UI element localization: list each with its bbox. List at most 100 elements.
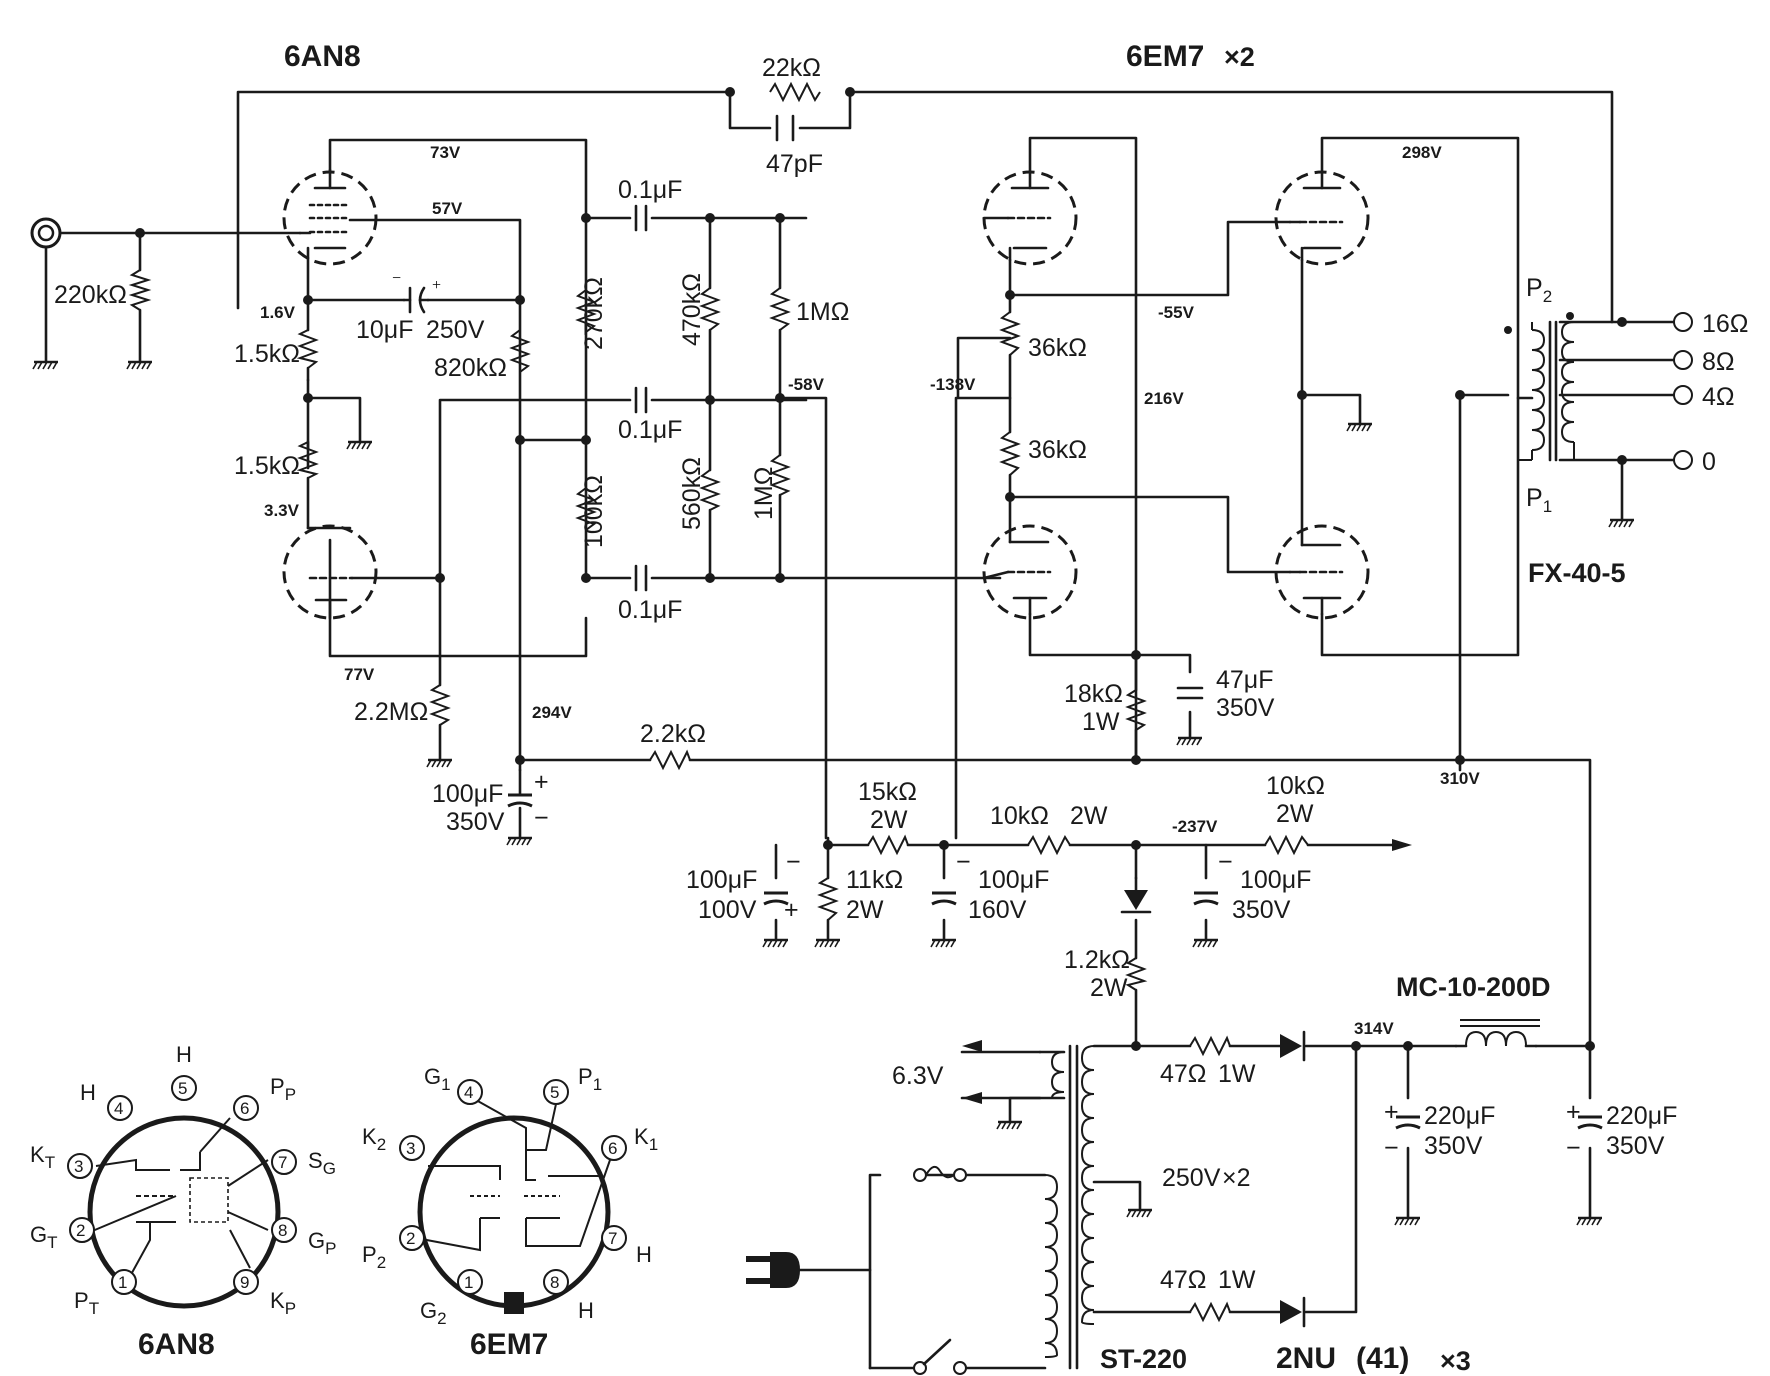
label-r-driver-plate: 18kΩ — [1064, 680, 1123, 708]
tube-6em7-output-upper — [1274, 170, 1370, 266]
label-filter-c2-v: 350V — [1606, 1132, 1665, 1160]
pinout-6an8-title: 6AN8 — [138, 1328, 215, 1361]
label-choke: MC-10-200D — [1396, 972, 1551, 1002]
volt-neg237: -237V — [1172, 817, 1218, 836]
label-power-transformer: ST-220 — [1100, 1344, 1187, 1374]
svg-text:2: 2 — [76, 1221, 85, 1240]
label-c-dec-plus: + — [534, 768, 549, 796]
label-c1-minus: − — [786, 848, 801, 876]
label-opt: FX-40-5 — [1528, 558, 1626, 588]
volt-77: 77V — [344, 665, 375, 684]
label-r1m-lower: 1MΩ — [750, 467, 778, 520]
title-6em7: 6EM7 — [1126, 40, 1204, 73]
label-c2-minus: − — [956, 848, 971, 876]
svg-text:PT: PT — [74, 1288, 99, 1318]
ac-plug-icon — [746, 1252, 800, 1288]
label-bias-c3: 100μF — [1240, 866, 1311, 894]
label-r-plate1: 270kΩ — [580, 277, 608, 350]
svg-text:P1: P1 — [578, 1064, 602, 1094]
tube-6em7-driver-upper — [982, 170, 1078, 266]
svg-text:3: 3 — [406, 1139, 415, 1158]
power-transformer — [1044, 1044, 1095, 1370]
label-c-dec: 100μF — [432, 780, 503, 808]
label-bias-c1: 100μF — [686, 866, 757, 894]
svg-text:7: 7 — [608, 1229, 617, 1248]
svg-text:K2: K2 — [362, 1124, 386, 1154]
label-c-screen-v: 250V — [426, 316, 485, 344]
tube-6em7-output-lower — [1274, 524, 1370, 620]
label-bias-r5: 1.2kΩ — [1064, 946, 1130, 974]
tap-0: 0 — [1702, 448, 1716, 476]
volt-314: 314V — [1354, 1019, 1394, 1038]
label-r-screen: 820kΩ — [434, 354, 507, 382]
label-diode-paren: (41) — [1356, 1342, 1409, 1375]
label-input-r: 220kΩ — [54, 281, 127, 309]
label-c-plus: + — [432, 277, 441, 294]
label-r470k: 470kΩ — [678, 273, 706, 346]
svg-text:2: 2 — [406, 1229, 415, 1248]
svg-text:H: H — [176, 1042, 192, 1067]
svg-text:6: 6 — [240, 1099, 249, 1118]
svg-text:3: 3 — [74, 1157, 83, 1176]
label-filter-c2: 220μF — [1606, 1102, 1677, 1130]
svg-text:GP: GP — [308, 1228, 336, 1258]
label-r47a-w: 1W — [1218, 1060, 1256, 1088]
volt-neg58: -58V — [788, 375, 825, 394]
tube-titles: 6AN8 6EM7 ×2 — [284, 40, 1255, 73]
label-c-minus: − — [392, 270, 401, 287]
svg-text:8: 8 — [278, 1221, 287, 1240]
tap-8: 8Ω — [1702, 348, 1735, 376]
pinout-6em7-title: 6EM7 — [470, 1328, 548, 1361]
label-c1: 0.1μF — [618, 176, 682, 204]
label-c-screen: 10μF — [356, 316, 413, 344]
arrow-heater-icon — [962, 1040, 982, 1052]
arrow-out-icon — [1392, 839, 1412, 851]
label-bias-c2-v: 160V — [968, 896, 1027, 924]
tube-6an8-pentode — [282, 168, 378, 266]
label-bias-r3-w: 2W — [1070, 802, 1108, 830]
label-bias-r2: 15kΩ — [858, 778, 917, 806]
label-fc1-minus: − — [1384, 1134, 1399, 1162]
label-bias-r1-w: 2W — [846, 896, 884, 924]
output-transformer — [1518, 320, 1575, 462]
label-hv: 250V — [1162, 1164, 1221, 1192]
label-bias-r5-w: 2W — [1090, 974, 1128, 1002]
label-r47a: 47Ω — [1160, 1060, 1207, 1088]
label-r47b: 47Ω — [1160, 1266, 1207, 1294]
svg-text:PP: PP — [270, 1074, 296, 1104]
label-bias-r4: 10kΩ — [1266, 772, 1325, 800]
tube-6em7-driver-lower — [982, 498, 1078, 620]
svg-text:G1: G1 — [424, 1064, 451, 1094]
svg-text:7: 7 — [278, 1153, 287, 1172]
volt-216: 216V — [1144, 389, 1184, 408]
pinout-6em7: 1 2 3 4 5 6 7 8 G1 P1 K2 K1 P2 H G2 H 6E… — [362, 1064, 658, 1361]
label-c-dec-v: 350V — [446, 808, 505, 836]
label-rk2: 1.5kΩ — [234, 452, 300, 480]
input-jack-icon — [30, 217, 62, 249]
label-fc1-plus: + — [1384, 1098, 1399, 1126]
svg-text:H: H — [636, 1242, 652, 1267]
fuse-icon — [913, 1165, 967, 1182]
arrow-heater2-icon — [962, 1092, 982, 1104]
volt-neg55: -55V — [1158, 303, 1195, 322]
volt-57: 57V — [432, 199, 463, 218]
diodes — [1120, 876, 1306, 1328]
label-c1-plus: + — [784, 896, 799, 924]
volt-1-6: 1.6V — [260, 303, 296, 322]
label-r-grid: 2.2MΩ — [354, 698, 428, 726]
label-p2: P2 — [1526, 274, 1552, 306]
label-heater: 6.3V — [892, 1062, 944, 1090]
label-rk1: 1.5kΩ — [234, 340, 300, 368]
label-fc2-plus: + — [1566, 1098, 1581, 1126]
svg-text:SG: SG — [308, 1148, 336, 1178]
pinout-6an8: 1 2 3 4 5 6 7 8 9 H H PP KT SG GT GP PT … — [30, 1042, 336, 1361]
tube-6an8-triode — [282, 476, 378, 620]
label-bias-c2: 100μF — [978, 866, 1049, 894]
volt-73: 73V — [430, 143, 461, 162]
label-filter-c1-v: 350V — [1424, 1132, 1483, 1160]
svg-text:KP: KP — [270, 1288, 296, 1318]
label-diode-count: ×3 — [1440, 1346, 1471, 1376]
label-c-driver-v: 350V — [1216, 694, 1275, 722]
label-bias-r2-w: 2W — [870, 806, 908, 834]
